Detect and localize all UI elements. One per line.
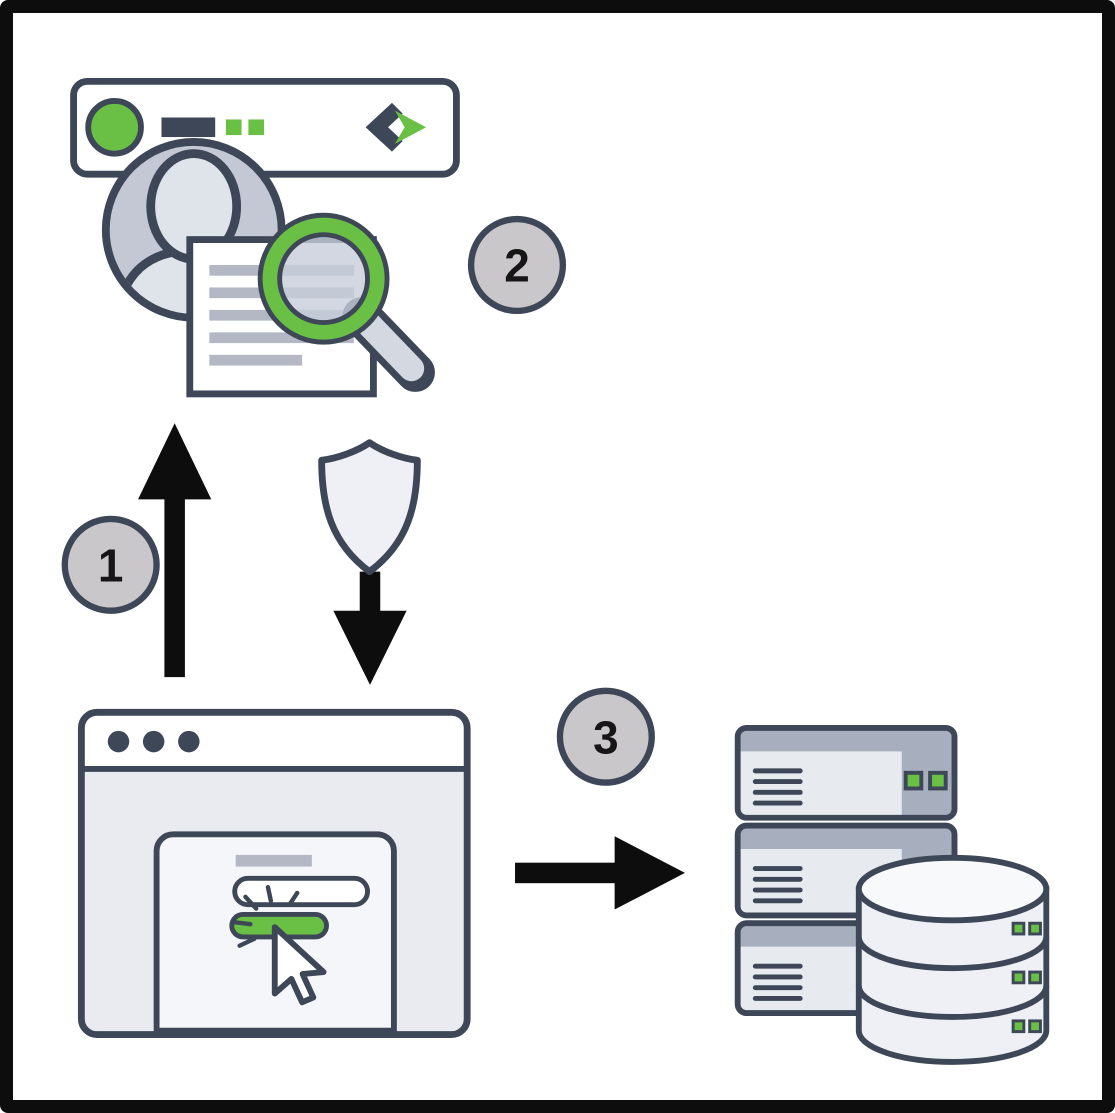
magnifier-glass [279,234,368,323]
green-square-icon [248,119,265,136]
step-1-badge: 1 [61,515,160,614]
arrow-up-icon [138,423,212,678]
green-dot-icon [85,97,144,157]
green-square-icon [225,119,242,136]
magnifier-icon [257,212,435,392]
server-stack-icon [734,724,958,1017]
doc-line [209,332,354,344]
click-burst-icon [232,884,300,948]
db-top [855,854,1050,924]
server-light-icon [903,770,924,791]
step-3-label: 3 [593,711,619,763]
db-tier-seam [855,985,1050,1020]
step-3-badge: 3 [556,687,655,786]
form-input-icon [232,875,370,908]
arrow-right-icon [515,836,685,910]
step-1-label: 1 [98,539,124,591]
server-light-icon [928,770,948,791]
doc-line [209,354,303,366]
server-vents [752,866,803,904]
step-2-badge: 2 [467,215,567,315]
db-tier-seam [855,936,1050,972]
pointer-arrow [271,924,327,1006]
text-bar [161,117,216,138]
window-dot-icon [178,730,200,753]
database-icon [855,854,1050,1065]
db-lights [1011,921,1042,1034]
window-dot-icon [107,730,130,753]
browser-searchbar-icon [70,77,460,178]
step-2-label: 2 [504,240,530,292]
form-label-bar [235,854,312,867]
magnifier-ring [261,216,387,342]
window-dot-icon [142,730,165,753]
shield-icon [318,439,421,576]
server-vents [752,768,803,806]
login-window-icon [77,708,471,1038]
cursor-click-icon [232,884,327,1006]
arrow-down-icon [333,571,407,685]
brand-logo-icon [365,102,427,152]
server-vents [752,963,803,1001]
server-unit [734,724,958,821]
